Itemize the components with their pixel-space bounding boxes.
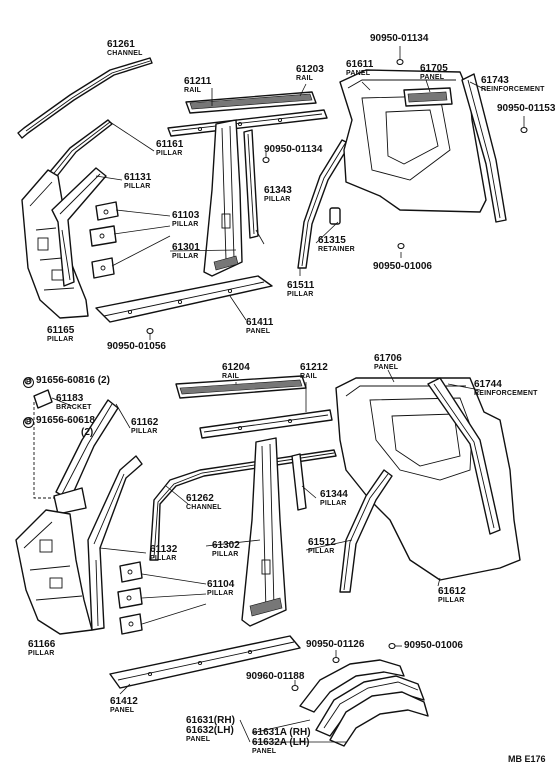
rail-61203 <box>167 109 328 137</box>
label-90950-01126: 90950-01126 <box>306 639 365 650</box>
reinforcement-61744 <box>427 377 501 535</box>
pillar-61166 <box>15 509 93 635</box>
pillar-61131 <box>51 167 107 287</box>
leaders-upper <box>95 46 525 340</box>
bolt-mark-b: B <box>23 417 34 428</box>
panel-61411 <box>95 275 273 323</box>
panel-61706 <box>335 377 521 581</box>
channel-61262 <box>149 449 337 561</box>
bolt-mark-b: B <box>23 377 34 388</box>
label-90950-01006-bot: 90950-01006 <box>404 640 463 651</box>
label-90950-01153: 90950-01153 <box>497 103 556 114</box>
bolts-upper <box>146 58 528 335</box>
channel-61261 <box>17 57 153 139</box>
label-90950-01134-mid: 90950-01134 <box>264 144 323 155</box>
retainer-61315 <box>329 207 341 225</box>
leaders-lower <box>51 369 481 743</box>
reinforcement-61743 <box>461 73 507 223</box>
pillar-61302 <box>241 437 287 627</box>
mount-dash-line <box>33 402 60 499</box>
wheelhouse-panel-61631 <box>299 659 405 713</box>
brackets-61103 <box>89 201 119 279</box>
pillar-61512 <box>339 469 393 593</box>
label-90960-01188: 90960-01188 <box>246 671 305 682</box>
label-61631A-61632A: 61631A (RH)61632A (LH)PANEL <box>252 727 311 756</box>
label-61631-61632: 61631(RH)61632(LH)PANEL <box>186 715 235 744</box>
wheelhouse-panel-61631A <box>315 675 429 747</box>
brackets-61104 <box>117 561 143 635</box>
pillar-61132 <box>87 455 143 631</box>
bracket-61183 <box>33 389 53 409</box>
label-90950-01134-top: 90950-01134 <box>370 33 429 44</box>
rail-61211 <box>185 91 317 114</box>
pillar-61343 <box>243 129 259 239</box>
panel-61705 <box>403 87 453 107</box>
panel-61412 <box>109 635 301 689</box>
label-90950-01006-top: 90950-01006 <box>373 261 432 272</box>
diagram-code: MB E176 <box>508 754 546 764</box>
label-90950-01056: 90950-01056 <box>107 341 166 352</box>
rail-61212 <box>199 409 333 439</box>
pillar-61301 <box>203 119 243 277</box>
pillar-61344 <box>291 453 307 511</box>
